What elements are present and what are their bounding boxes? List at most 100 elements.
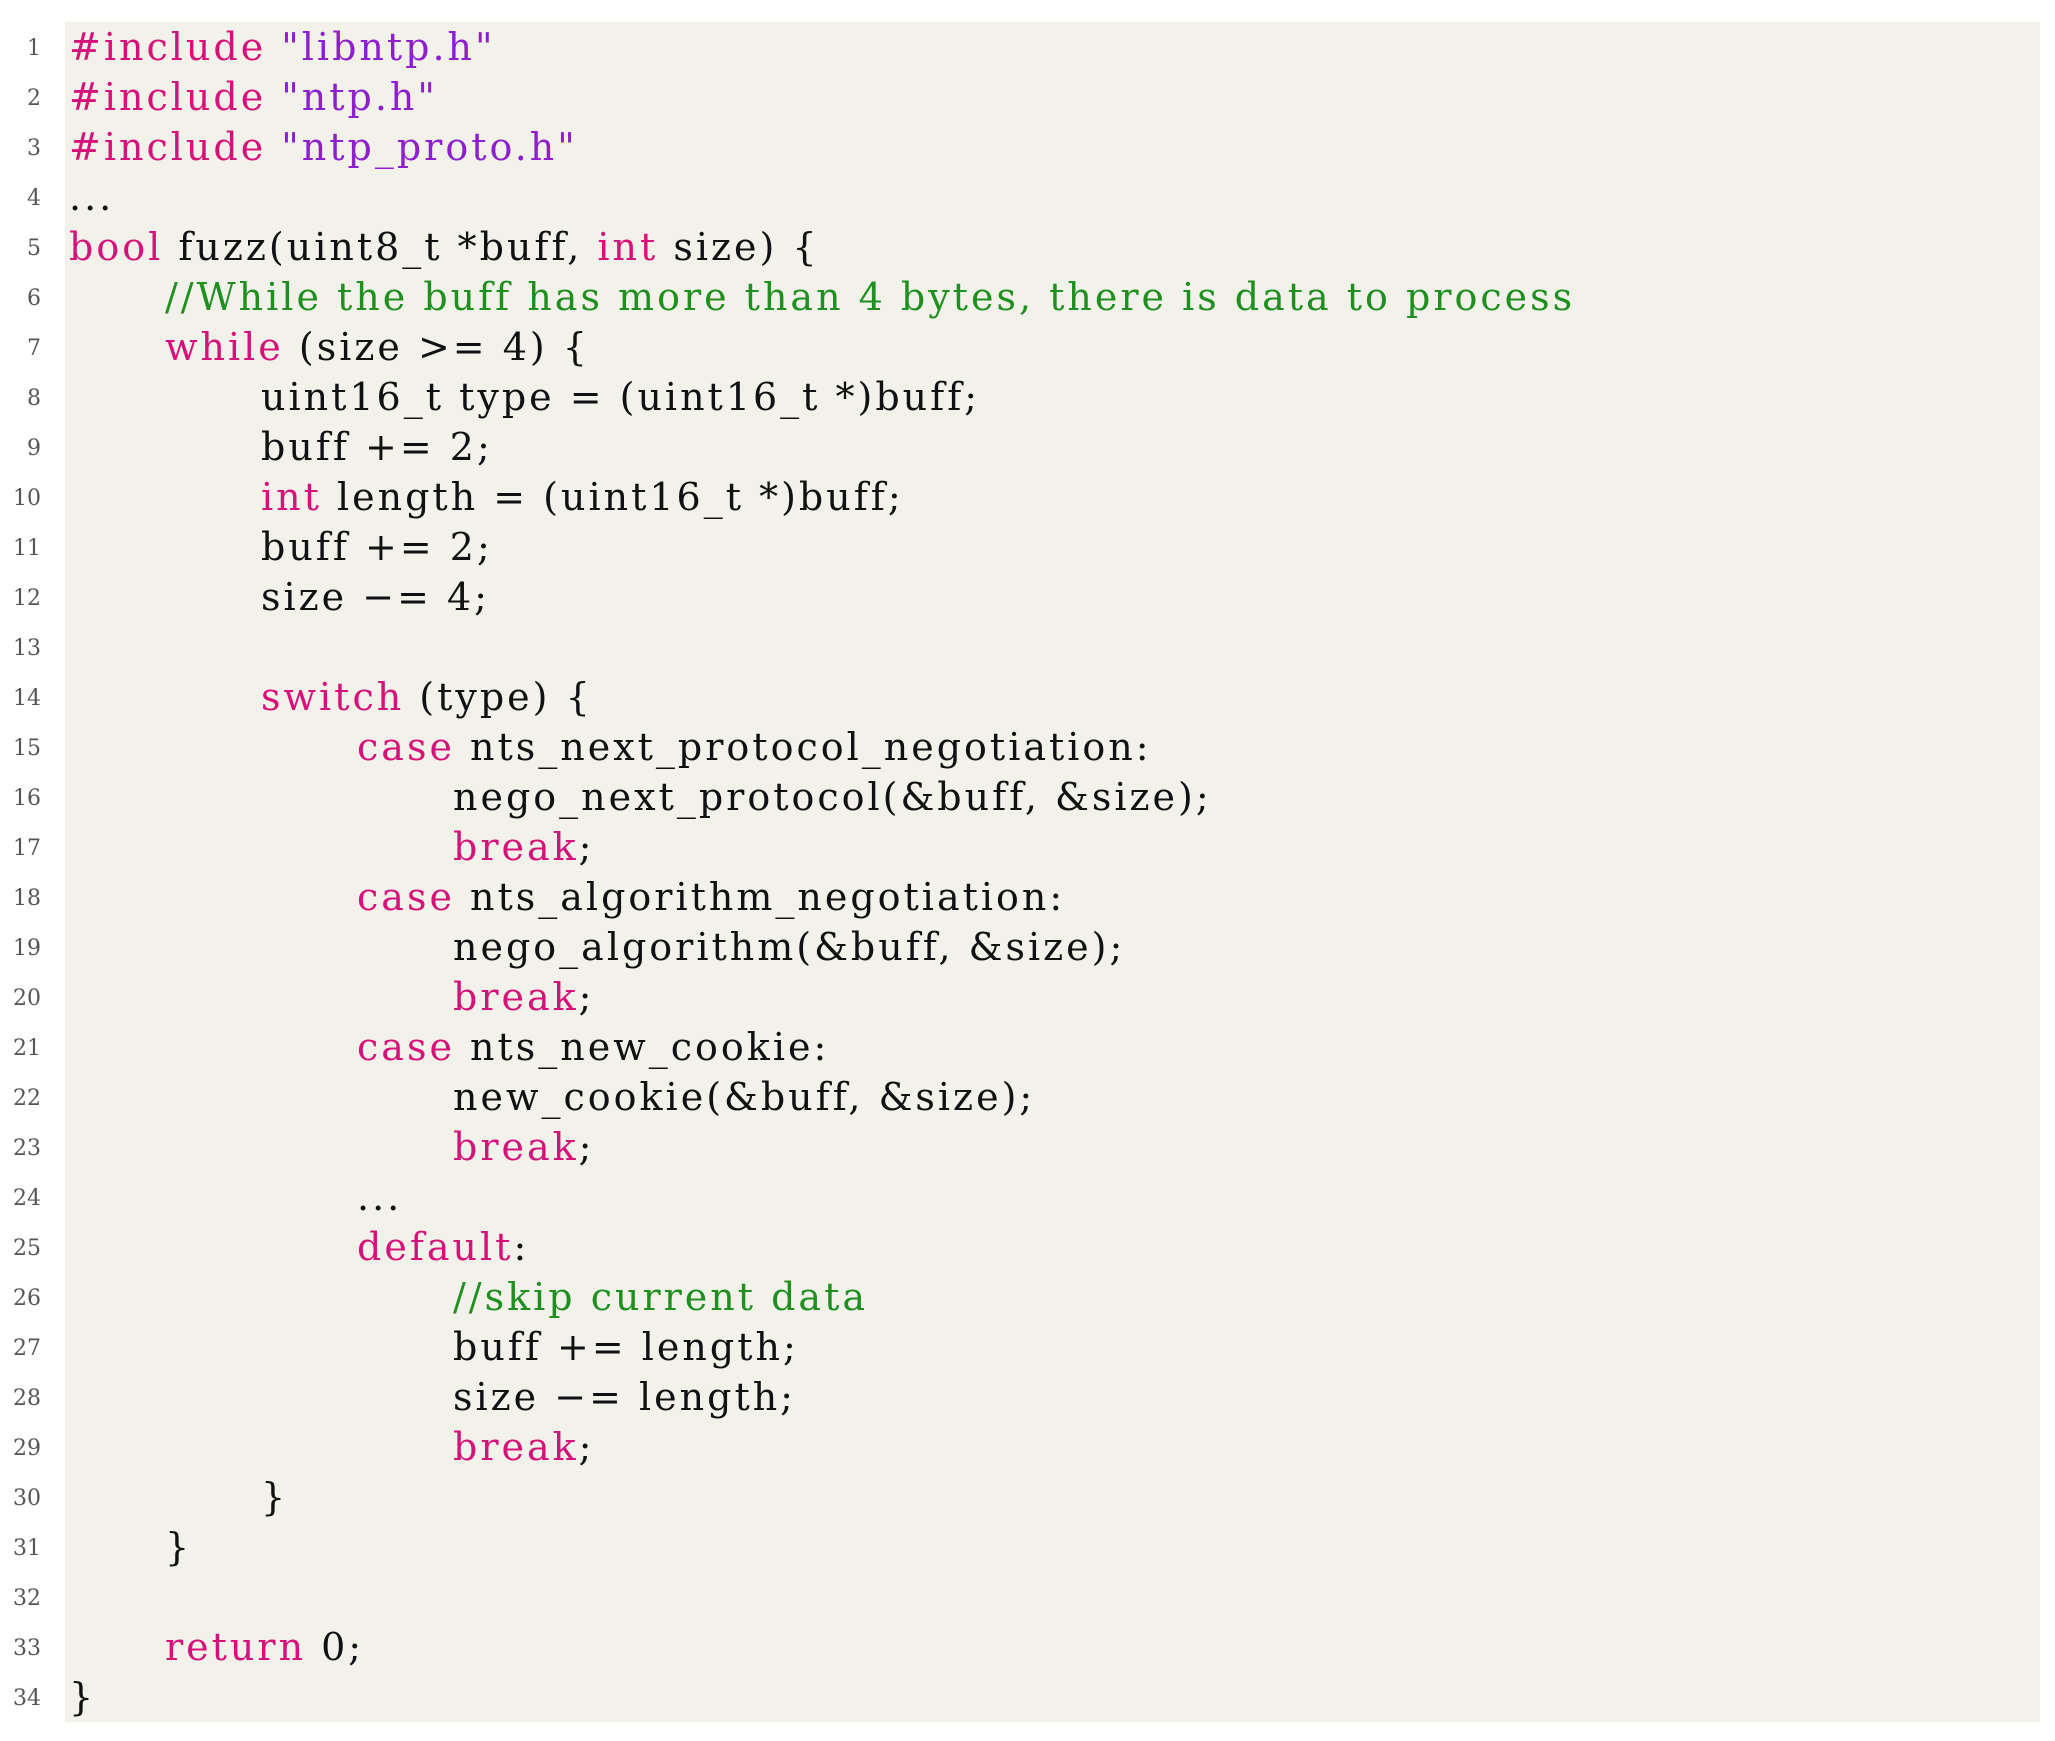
code-text: //While the buff has more than 4 bytes, … — [165, 272, 1575, 322]
code-token: size −= length; — [453, 1375, 796, 1419]
comment-token: //While the buff has more than 4 bytes, … — [165, 275, 1576, 319]
line-number: 14 — [13, 686, 41, 711]
code-line: 19 nego_algorithm(&buff, &size); — [13, 922, 2040, 972]
code-text: case nts_algorithm_negotiation: — [357, 872, 1065, 922]
code-line: 32 — [13, 1572, 2040, 1622]
code-line: 15 case nts_next_protocol_negotiation: — [13, 722, 2040, 772]
code-line: 30} — [13, 1472, 2040, 1522]
code-text: case nts_next_protocol_negotiation: — [357, 722, 1152, 772]
code-line: 1#include "libntp.h" — [27, 22, 2040, 72]
line-number: 31 — [13, 1536, 41, 1561]
line-number: 29 — [13, 1436, 41, 1461]
code-line: 3 #include "ntp_proto.h" — [27, 122, 2040, 172]
string-token: "ntp_proto.h" — [281, 125, 578, 169]
string-token: "libntp.h" — [281, 25, 496, 69]
comment-token: //skip current data — [453, 1275, 868, 1319]
code-text: #include "ntp_proto.h" — [69, 122, 578, 172]
code-text: default: — [357, 1222, 529, 1272]
code-line: 26 //skip current data — [13, 1272, 2040, 1322]
code-token: ; — [578, 975, 595, 1019]
code-token — [266, 75, 281, 119]
line-number: 34 — [13, 1686, 41, 1711]
code-line: 31} — [13, 1522, 2040, 1572]
code-text: while (size >= 4) { — [165, 322, 590, 372]
keyword-token: int — [261, 475, 322, 519]
code-line: 17 break; — [13, 822, 2040, 872]
code-text: } — [165, 1522, 192, 1572]
line-number: 26 — [13, 1286, 41, 1311]
line-number: 24 — [13, 1186, 41, 1211]
code-token: size −= 4; — [261, 575, 490, 619]
line-number: 21 — [13, 1036, 41, 1061]
keyword-token: while — [165, 325, 284, 369]
line-number: 22 — [13, 1086, 41, 1111]
line-number: 1 — [27, 36, 41, 61]
code-token: nego_next_protocol(&buff, &size); — [453, 775, 1212, 819]
code-text: buff += 2; — [261, 422, 493, 472]
line-number: 28 — [13, 1386, 41, 1411]
line-number: 7 — [27, 336, 41, 361]
code-token — [266, 125, 281, 169]
line-number: 30 — [13, 1486, 41, 1511]
code-token: ; — [578, 1125, 595, 1169]
code-text: size −= length; — [453, 1372, 796, 1422]
keyword-token: bool — [69, 225, 164, 269]
code-token: ... — [357, 1175, 403, 1219]
code-token: fuzz(uint8_t *buff, — [163, 225, 598, 269]
keyword-token: break — [453, 1125, 579, 1169]
string-token: "ntp.h" — [281, 75, 438, 119]
code-text: new_cookie(&buff, &size); — [453, 1072, 1035, 1122]
line-number: 15 — [13, 736, 41, 761]
code-text: break; — [453, 822, 594, 872]
code-token: uint16_t type = (uint16_t *)buff; — [261, 375, 981, 419]
keyword-token: #include — [69, 125, 267, 169]
line-number: 23 — [13, 1136, 41, 1161]
code-text: #include "ntp.h" — [69, 72, 438, 122]
keyword-token: default — [357, 1225, 514, 1269]
code-line: 21 case nts_new_cookie: — [13, 1022, 2040, 1072]
code-text: } — [261, 1472, 288, 1522]
line-number: 11 — [13, 536, 41, 561]
code-text: return 0; — [165, 1622, 364, 1672]
code-token: nts_algorithm_negotiation: — [454, 875, 1066, 919]
code-token: 0; — [306, 1625, 365, 1669]
code-text: nego_next_protocol(&buff, &size); — [453, 772, 1212, 822]
code-text: size −= 4; — [261, 572, 490, 622]
keyword-token: case — [357, 725, 455, 769]
code-text: nego_algorithm(&buff, &size); — [453, 922, 1125, 972]
code-token: ; — [578, 825, 595, 869]
code-line: 22 new_cookie(&buff, &size); — [13, 1072, 2040, 1122]
code-text: int length = (uint16_t *)buff; — [261, 472, 904, 522]
line-number: 17 — [13, 836, 41, 861]
code-text: break; — [453, 1122, 594, 1172]
code-token: new_cookie(&buff, &size); — [453, 1075, 1036, 1119]
code-token: : — [513, 1225, 530, 1269]
line-number: 6 — [27, 286, 41, 311]
line-number: 20 — [13, 986, 41, 1011]
keyword-token: case — [357, 1025, 455, 1069]
keyword-token: break — [453, 975, 579, 1019]
line-number: 3 — [27, 136, 41, 161]
code-token: buff += length; — [453, 1325, 799, 1369]
keyword-token: break — [453, 825, 579, 869]
code-token: buff += 2; — [261, 425, 493, 469]
code-token: (size >= 4) { — [283, 325, 590, 369]
code-listing: 1#include "libntp.h"2#include "ntp.h"3#i… — [13, 22, 2040, 1722]
code-token: ; — [578, 1425, 595, 1469]
code-token: nts_new_cookie: — [454, 1025, 830, 1069]
code-line: 2#include "ntp.h" — [27, 72, 2040, 122]
code-token: } — [261, 1475, 289, 1519]
code-line: 13 — [13, 622, 2040, 672]
keyword-token: #include — [69, 75, 267, 119]
keyword-token: return — [165, 1625, 307, 1669]
line-number: 19 — [13, 936, 41, 961]
code-text: ... — [69, 172, 114, 222]
code-text: case nts_new_cookie: — [357, 1022, 829, 1072]
